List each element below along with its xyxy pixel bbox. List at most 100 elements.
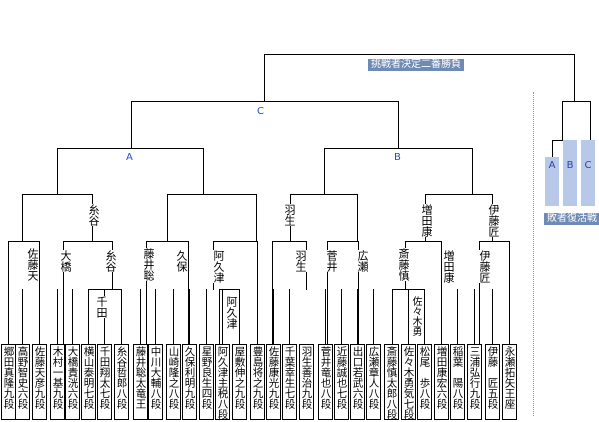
bracket-line bbox=[289, 289, 290, 345]
player-box: 中川大輔八段 bbox=[148, 344, 163, 420]
bracket-line bbox=[324, 148, 325, 195]
bracket-line bbox=[408, 289, 409, 345]
winner-r32-11: 斎藤慎 bbox=[397, 248, 410, 281]
bracket-line bbox=[257, 241, 258, 345]
bracket-connector bbox=[167, 194, 257, 195]
bracket-line bbox=[479, 241, 480, 345]
bracket-line bbox=[273, 289, 274, 345]
player-box: 松尾 歩八段 bbox=[417, 344, 432, 420]
bracket-line bbox=[474, 289, 475, 345]
bracket-connector bbox=[327, 241, 359, 242]
winner-r32-4: 藤井聡 bbox=[142, 248, 155, 281]
bracket-line bbox=[398, 101, 399, 149]
player-name: 豊島将之九段 bbox=[251, 346, 264, 409]
bracket-connector bbox=[57, 148, 204, 149]
player-name: 斎藤慎太郎八段 bbox=[385, 346, 398, 420]
player-name: 高野智史六段 bbox=[16, 346, 29, 409]
winner-r64-1: 千田 bbox=[95, 296, 108, 318]
bracket-line bbox=[173, 289, 174, 345]
bracket-connector bbox=[425, 194, 493, 195]
player-box: 広瀬章人八段 bbox=[366, 344, 381, 420]
bracket-connector bbox=[405, 241, 442, 242]
bracket-connector bbox=[22, 194, 93, 195]
player-box: 三浦弘行九段 bbox=[467, 344, 482, 420]
bracket-line bbox=[155, 289, 156, 345]
bracket-line bbox=[272, 241, 273, 345]
player-box: 永瀬拓矢王座 bbox=[502, 344, 517, 420]
player-name: 久保利明九段 bbox=[183, 346, 196, 409]
winner-r32-10: 広瀬 bbox=[356, 250, 369, 272]
bracket-line bbox=[492, 289, 493, 345]
bracket-line bbox=[327, 241, 328, 345]
player-name: 星野良生四段 bbox=[200, 346, 213, 409]
player-box: 伊藤 匠五段 bbox=[485, 344, 500, 420]
player-name: 永瀬拓矢王座 bbox=[503, 346, 516, 409]
bracket-line bbox=[424, 289, 425, 345]
bracket-line bbox=[357, 194, 358, 242]
player-name: 佐藤康光九段 bbox=[267, 346, 280, 409]
group-a-tag: A bbox=[125, 152, 134, 164]
player-box: 高野智史六段 bbox=[15, 344, 30, 420]
bracket-line bbox=[472, 148, 473, 195]
player-name: 羽生善治九段 bbox=[300, 346, 313, 409]
bracket-connector bbox=[219, 289, 240, 290]
final-banner: 挑戦者決定二番勝負 bbox=[368, 59, 464, 71]
player-box: 斎藤慎太郎八段 bbox=[384, 344, 399, 420]
player-box: 糸谷哲郎八段 bbox=[114, 344, 129, 420]
bracket-connector bbox=[213, 241, 258, 242]
player-box: 千葉幸生七段 bbox=[282, 344, 297, 420]
bracket-line bbox=[189, 289, 190, 345]
player-box: 稲葉 陽八段 bbox=[450, 344, 465, 420]
bracket-line bbox=[57, 148, 58, 195]
bracket-line bbox=[574, 54, 575, 102]
bracket-connector bbox=[88, 289, 122, 290]
bracket-line bbox=[256, 194, 257, 242]
bracket-connector bbox=[479, 241, 510, 242]
loser-connector bbox=[562, 101, 591, 102]
player-name: 出口若武六段 bbox=[351, 346, 364, 409]
winner-r32-6: 阿久津 bbox=[212, 250, 225, 283]
player-box: 木村一基九段 bbox=[50, 344, 65, 420]
player-box: 羽生善治九段 bbox=[299, 344, 314, 420]
winner-r32-12: 増田康 bbox=[442, 250, 455, 283]
player-name: 木村一基九段 bbox=[51, 346, 64, 409]
winner-r32-1: 佐藤天 bbox=[26, 248, 39, 281]
player-name: 佐藤天彦九段 bbox=[33, 346, 46, 409]
winner-r32-9: 菅井 bbox=[325, 250, 338, 272]
player-name: 山崎隆之八段 bbox=[167, 346, 180, 409]
player-name: 松尾 歩八段 bbox=[418, 346, 431, 409]
winner-quarter-left: 糸谷 bbox=[87, 204, 100, 226]
player-box: 佐藤天彦九段 bbox=[32, 344, 47, 420]
player-box: 千田翔太七段 bbox=[97, 344, 112, 420]
bracket-line bbox=[188, 241, 189, 345]
bracket-line bbox=[131, 101, 132, 149]
winner-r32-3: 糸谷 bbox=[104, 250, 117, 272]
player-name: 大橋貴洸六段 bbox=[66, 346, 79, 409]
loser-line bbox=[562, 101, 563, 141]
winner-r32-5: 久保 bbox=[175, 250, 188, 272]
section-divider bbox=[533, 92, 534, 416]
bracket-connector bbox=[8, 241, 40, 242]
player-name: 三浦弘行九段 bbox=[468, 346, 481, 409]
winner-r32-13: 伊藤匠 bbox=[478, 250, 491, 283]
bracket-line bbox=[357, 289, 358, 345]
bracket-line bbox=[239, 289, 240, 345]
player-name: 千田翔太七段 bbox=[98, 346, 111, 409]
player-box: 横山泰明七段 bbox=[81, 344, 96, 420]
player-box: 久保利明九段 bbox=[182, 344, 197, 420]
bracket-line bbox=[457, 289, 458, 345]
player-name: 稲葉 陽八段 bbox=[451, 346, 464, 409]
loser-box-b: B bbox=[563, 157, 577, 175]
bracket-line bbox=[39, 241, 40, 345]
player-box: 阿久津主税八段 bbox=[215, 344, 230, 420]
player-name: 近藤誠也七段 bbox=[335, 346, 348, 409]
player-box: 佐藤康光九段 bbox=[266, 344, 281, 420]
bracket-connector bbox=[290, 194, 358, 195]
player-box: 屋敷伸之九段 bbox=[232, 344, 247, 420]
player-name: 伊藤 匠五段 bbox=[486, 346, 499, 409]
player-name: 屋敷伸之九段 bbox=[233, 346, 246, 409]
player-box: 菅井竜也八段 bbox=[318, 344, 333, 420]
bracket-line bbox=[219, 289, 220, 345]
winner-quarter-right-2: 伊藤匠 bbox=[487, 204, 500, 237]
bracket-line bbox=[441, 241, 442, 345]
